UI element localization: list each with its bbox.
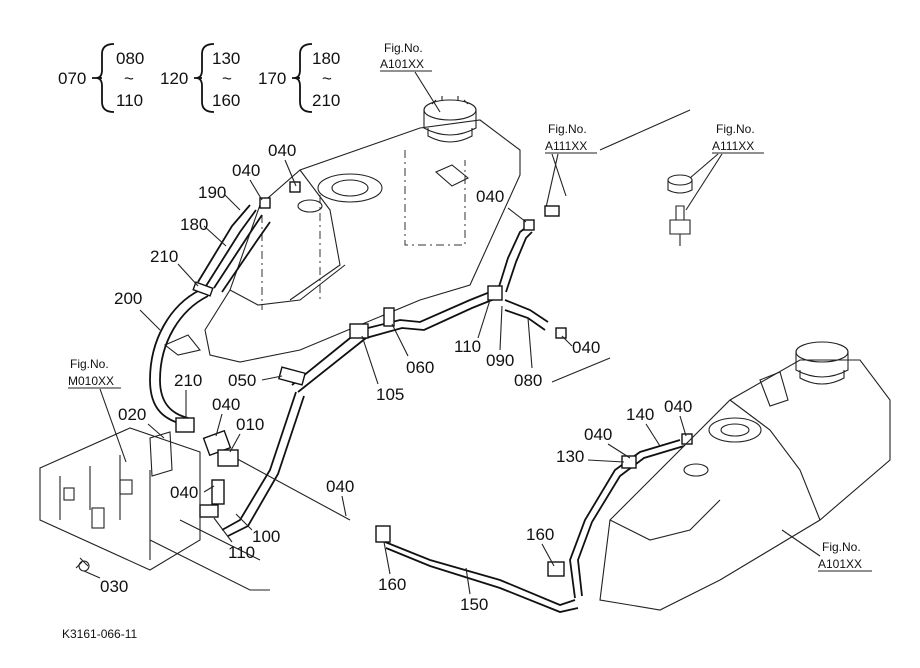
fig-ref-code: M010XX — [68, 374, 114, 388]
fig-ref-m010xx: Fig.No. M010XX — [68, 357, 127, 463]
fig-ref-leader — [689, 153, 719, 179]
part-label: 190 — [198, 183, 226, 202]
range-group-1: 070 080 ~ 110 — [58, 43, 144, 113]
fig-ref-leader — [99, 388, 127, 463]
fuel-hoses — [149, 204, 685, 613]
fig-ref-label: Fig.No. — [548, 122, 587, 136]
fig-ref-label: Fig.No. — [822, 540, 861, 554]
range-top-label: 180 — [312, 49, 340, 68]
part-label: 105 — [376, 385, 404, 404]
fig-ref-code: A101XX — [818, 557, 862, 571]
fig-ref-a111xx-middle: Fig.No. A111XX — [544, 122, 597, 213]
fig-ref-a101xx-top: Fig.No. A101XX — [380, 41, 441, 113]
part-label: 040 — [326, 477, 354, 496]
range-base-label: 170 — [258, 69, 286, 88]
range-base-label: 070 — [58, 69, 86, 88]
fig-ref-code: A101XX — [380, 57, 424, 71]
part-label: 040 — [268, 141, 296, 160]
tank-bracket — [163, 334, 201, 356]
range-top-label: 130 — [212, 49, 240, 68]
part-label: 010 — [236, 415, 264, 434]
fuel-filter — [202, 429, 239, 505]
range-bottom-label: 210 — [312, 91, 340, 110]
range-top-label: 080 — [116, 49, 144, 68]
fig-ref-leader — [685, 153, 723, 211]
range-brace — [92, 43, 115, 113]
fig-ref-a101xx-bottom: Fig.No. A101XX — [781, 529, 872, 572]
range-bottom-label: 110 — [116, 91, 143, 110]
part-label: 210 — [174, 371, 202, 390]
part-label: 080 — [514, 371, 542, 390]
main-fuel-tank — [163, 119, 521, 363]
clamps — [175, 181, 693, 577]
fuel-cap-top — [423, 96, 477, 143]
fig-ref-code: A111XX — [712, 139, 754, 153]
part-label: 160 — [526, 525, 554, 544]
range-tilde: ~ — [322, 69, 332, 88]
fig-ref-leader — [551, 153, 567, 197]
secondary-fuel-tank — [599, 359, 891, 611]
dash-leader — [599, 109, 691, 151]
part-label: 040 — [572, 338, 600, 357]
part-label: 060 — [406, 358, 434, 377]
part-label: 040 — [170, 483, 198, 502]
part-label: 040 — [476, 187, 504, 206]
fig-ref-leader — [414, 71, 441, 113]
part-label: 040 — [584, 425, 612, 444]
part-label: 180 — [180, 215, 208, 234]
part-labels: 040 040 190 180 210 200 040 110 090 080 … — [100, 141, 692, 614]
fig-ref-code: A111XX — [545, 139, 587, 153]
range-tilde: ~ — [222, 69, 232, 88]
part-label: 140 — [626, 405, 654, 424]
part-label: 030 — [100, 577, 128, 596]
part-label: 050 — [228, 371, 256, 390]
sender-unit-part — [667, 174, 693, 246]
part-label: 210 — [150, 247, 178, 266]
part-label: 110 — [454, 337, 481, 356]
part-label: 200 — [114, 289, 142, 308]
fig-ref-leader — [781, 529, 821, 557]
part-label: 110 — [228, 543, 255, 562]
fig-ref-label: Fig.No. — [384, 41, 423, 55]
range-group-3: 170 180 ~ 210 — [258, 43, 340, 113]
range-brace — [194, 43, 215, 113]
part-label: 040 — [664, 397, 692, 416]
fuel-cap-bottom — [795, 341, 849, 385]
part-label: 040 — [212, 395, 240, 414]
part-label: 090 — [486, 351, 514, 370]
drawing-code: K3161-066-11 — [62, 627, 137, 641]
part-label: 100 — [252, 527, 280, 546]
part-label: 150 — [460, 595, 488, 614]
part-label: 020 — [118, 405, 146, 424]
part-label: 160 — [378, 575, 406, 594]
range-bottom-label: 160 — [212, 91, 240, 110]
range-base-label: 120 — [160, 69, 188, 88]
fig-ref-label: Fig.No. — [70, 357, 109, 371]
range-group-2: 120 130 ~ 160 — [160, 43, 240, 113]
range-tilde: ~ — [124, 69, 134, 88]
range-brace — [292, 43, 313, 113]
fig-ref-a111xx-right: Fig.No. A111XX — [685, 122, 764, 211]
fig-ref-leader — [544, 153, 559, 213]
fig-ref-label: Fig.No. — [716, 122, 755, 136]
part-label: 130 — [556, 447, 584, 466]
chassis-frame — [39, 427, 270, 591]
part-label: 040 — [232, 161, 260, 180]
